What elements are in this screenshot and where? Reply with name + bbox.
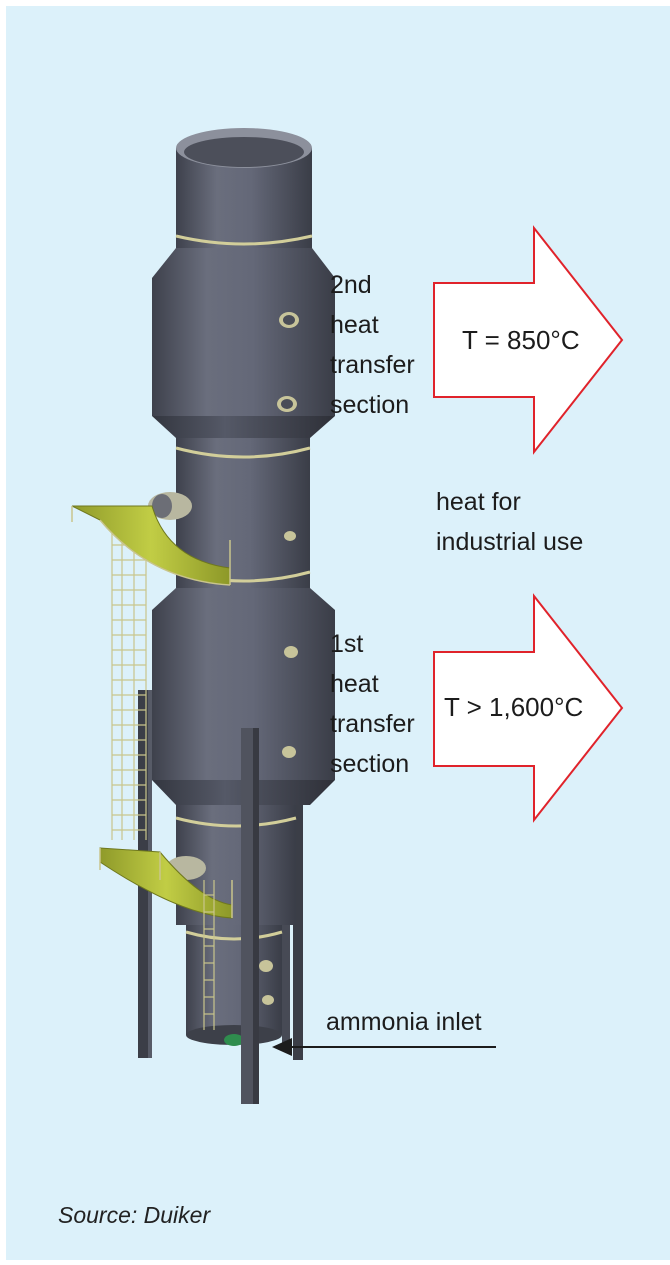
label-line: heat for xyxy=(436,488,521,516)
lower-ladder xyxy=(203,880,215,1030)
label-line: transfer xyxy=(330,710,415,738)
vessel-weld-ring xyxy=(175,234,313,246)
ammonia-inlet-label: ammonia inlet xyxy=(326,1008,482,1036)
nozzle xyxy=(259,960,273,972)
vessel-weld-ring xyxy=(175,816,297,828)
vessel-second-section xyxy=(152,278,335,416)
upper-temp-text: T = 850°C xyxy=(462,325,580,355)
vessel-upper-cone xyxy=(152,248,335,278)
lower-heat-arrow xyxy=(433,593,624,823)
nozzle xyxy=(282,746,296,758)
support-leg-front xyxy=(253,728,259,1104)
vessel-top-opening xyxy=(184,137,304,167)
label-line: 1st xyxy=(330,630,364,658)
lower-platform-rail xyxy=(99,848,233,918)
heat-use-label: heat for industrial use xyxy=(436,482,583,562)
nozzle xyxy=(284,646,298,658)
label-line: industrial use xyxy=(436,528,584,556)
nozzle xyxy=(284,531,296,541)
label-line: heat xyxy=(330,311,379,339)
nozzle xyxy=(262,995,274,1005)
support-leg xyxy=(293,780,303,1060)
second-section-label: 2nd heat transfer section xyxy=(330,265,415,425)
vessel-cone xyxy=(152,588,335,610)
label-line: section xyxy=(330,750,410,778)
side-port xyxy=(152,494,172,518)
vessel-bottom-section xyxy=(186,925,282,1035)
label-line: heat xyxy=(330,670,379,698)
vessel-weld-ring xyxy=(175,446,311,459)
nozzle xyxy=(283,315,295,325)
upper-platform-rail xyxy=(71,506,231,586)
lower-temp-text: T > 1,600°C xyxy=(444,692,584,722)
inlet-arrow-head xyxy=(272,1038,292,1056)
label-line: 2nd xyxy=(330,271,372,299)
label-line: section xyxy=(330,391,410,419)
vessel-lower-cone-upper xyxy=(152,416,335,438)
source-credit: Source: Duiker xyxy=(58,1202,211,1228)
label-line: transfer xyxy=(330,351,415,379)
first-section-label: 1st heat transfer section xyxy=(330,624,415,784)
vessel-weld-ring xyxy=(185,930,283,941)
burner-inlet xyxy=(224,1034,244,1046)
upper-heat-arrow xyxy=(433,225,624,455)
nozzle xyxy=(281,399,293,409)
